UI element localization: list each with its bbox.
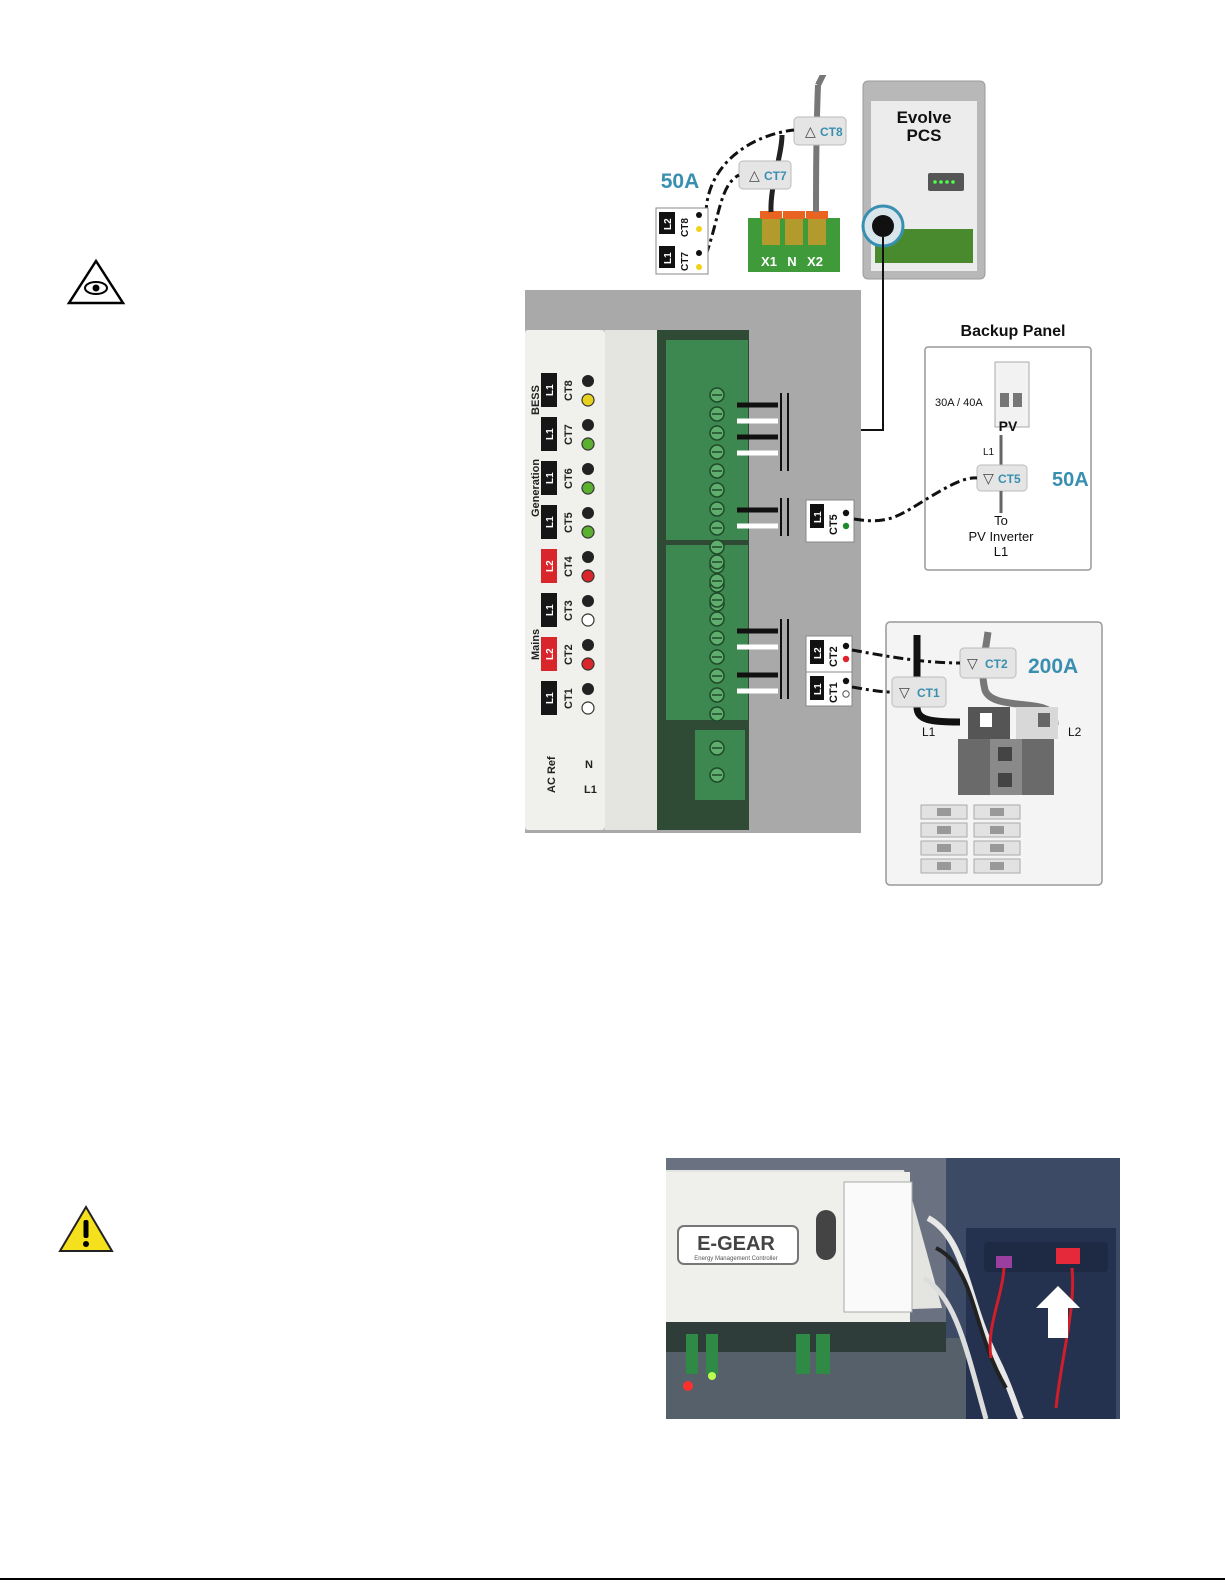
label-row-dot-black bbox=[582, 683, 594, 695]
svg-text:CT7: CT7 bbox=[680, 252, 691, 271]
label-row-line: L1 bbox=[545, 604, 556, 616]
ct5-connector: L1 CT5 bbox=[806, 500, 854, 542]
svg-text:L2: L2 bbox=[813, 647, 824, 659]
svg-text:△: △ bbox=[749, 167, 760, 183]
section-acref: AC Ref bbox=[546, 756, 558, 793]
label-row-line: L1 bbox=[545, 472, 556, 484]
main-ct-rating: 200A bbox=[1028, 655, 1078, 678]
ct1-sensor-label: CT1 bbox=[917, 686, 940, 700]
controller-install-photo: E-GEAR Energy Management Controller bbox=[666, 1158, 1120, 1419]
label-row-dot-color bbox=[582, 658, 594, 670]
section-generation: Generation bbox=[530, 459, 542, 517]
label-row-dot-black bbox=[582, 551, 594, 563]
label-row-dot-color bbox=[582, 482, 594, 494]
ct8-sensor: △ CT8 bbox=[794, 117, 846, 145]
label-row-dot-color bbox=[582, 702, 594, 714]
label-row-dot-color bbox=[582, 394, 594, 406]
svg-text:CT8: CT8 bbox=[680, 218, 691, 237]
main-l1: L1 bbox=[922, 725, 936, 739]
svg-text:▽: ▽ bbox=[967, 655, 978, 671]
evolve-title-line2: PCS bbox=[907, 126, 942, 145]
backup-panel: Backup Panel PV 30A / 40A L1 ▽ CT5 50A T… bbox=[925, 323, 1091, 570]
svg-text:L1: L1 bbox=[663, 252, 674, 264]
svg-text:CT1: CT1 bbox=[828, 682, 840, 703]
backup-l1: L1 bbox=[983, 447, 995, 458]
label-row-dot-black bbox=[582, 419, 594, 431]
terminal-n: N bbox=[787, 254, 796, 269]
label-row-line: L2 bbox=[545, 560, 556, 572]
label-row-dot-color bbox=[582, 526, 594, 538]
svg-text:L2: L2 bbox=[663, 218, 674, 230]
label-row-line: L2 bbox=[545, 648, 556, 660]
svg-text:▽: ▽ bbox=[899, 684, 910, 700]
backup-breaker-rating: 30A / 40A bbox=[935, 397, 983, 409]
svg-text:CT2: CT2 bbox=[828, 646, 840, 667]
ct7-sensor: △ CT7 bbox=[739, 161, 791, 189]
acref-l1: L1 bbox=[584, 784, 597, 796]
label-row-ct: CT7 bbox=[563, 424, 575, 445]
label-row-dot-color bbox=[582, 438, 594, 450]
caution-icon bbox=[58, 1204, 114, 1254]
svg-text:L1: L1 bbox=[813, 683, 824, 695]
ct7-ct8-connector: L2 CT8 L1 CT7 bbox=[656, 208, 708, 274]
label-row-dot-color bbox=[582, 570, 594, 582]
ct8-sensor-label: CT8 bbox=[820, 125, 843, 139]
ct2-ct1-connector: L2 CT2 L1 CT1 bbox=[806, 636, 852, 706]
top-ct-rating: 50A bbox=[661, 170, 700, 193]
terminal-x2: X2 bbox=[807, 254, 823, 269]
acref-n: N bbox=[585, 759, 593, 771]
brand-subtitle: Energy Management Controller bbox=[694, 1256, 777, 1262]
ct5-sensor-label: CT5 bbox=[998, 472, 1021, 486]
label-row-ct: CT6 bbox=[563, 468, 575, 489]
backup-to-line1: To bbox=[994, 513, 1008, 528]
backup-to-line3: L1 bbox=[994, 544, 1008, 559]
label-row-line: L1 bbox=[545, 428, 556, 440]
evolve-pcs-unit: Evolve PCS bbox=[863, 81, 985, 279]
main-l2: L2 bbox=[1068, 725, 1082, 739]
backup-to-line2: PV Inverter bbox=[968, 529, 1034, 544]
label-row-dot-black bbox=[582, 507, 594, 519]
terminal-x1: X1 bbox=[761, 254, 777, 269]
backup-breaker-label: PV bbox=[999, 418, 1018, 434]
terminal-block-x1-n-x2: X1 N X2 bbox=[748, 211, 840, 272]
ct2-sensor-label: CT2 bbox=[985, 657, 1008, 671]
label-row-dot-color bbox=[582, 614, 594, 626]
section-bess: BESS bbox=[530, 385, 542, 415]
wiring-diagram: Evolve PCS X1 N X2 △ CT8 △ CT7 bbox=[520, 75, 1120, 905]
label-row-ct: CT5 bbox=[563, 512, 575, 533]
eye-warning-icon bbox=[66, 258, 126, 306]
page-bottom-rule bbox=[0, 1578, 1225, 1580]
label-row-dot-black bbox=[582, 639, 594, 651]
brand-logo: E-GEAR bbox=[697, 1233, 775, 1255]
ct7-sensor-label: CT7 bbox=[764, 169, 787, 183]
label-row-line: L1 bbox=[545, 516, 556, 528]
svg-text:L1: L1 bbox=[813, 511, 824, 523]
label-row-ct: CT2 bbox=[563, 644, 575, 665]
label-row-line: L1 bbox=[545, 384, 556, 396]
backup-ct-rating: 50A bbox=[1052, 469, 1089, 491]
label-row-dot-black bbox=[582, 463, 594, 475]
svg-text:CT5: CT5 bbox=[828, 514, 840, 535]
backup-panel-title: Backup Panel bbox=[961, 323, 1066, 340]
label-row-ct: CT3 bbox=[563, 600, 575, 621]
section-mains: Mains bbox=[530, 629, 542, 660]
label-row-dot-black bbox=[582, 595, 594, 607]
label-row-line: L1 bbox=[545, 692, 556, 704]
label-row-ct: CT1 bbox=[563, 688, 575, 709]
controller-terminal-photo bbox=[525, 290, 861, 833]
label-row-ct: CT4 bbox=[563, 555, 575, 577]
label-row-ct: CT8 bbox=[563, 380, 575, 401]
svg-text:▽: ▽ bbox=[983, 470, 994, 486]
evolve-title-line1: Evolve bbox=[897, 108, 952, 127]
svg-text:△: △ bbox=[805, 123, 816, 139]
label-row-dot-black bbox=[582, 375, 594, 387]
